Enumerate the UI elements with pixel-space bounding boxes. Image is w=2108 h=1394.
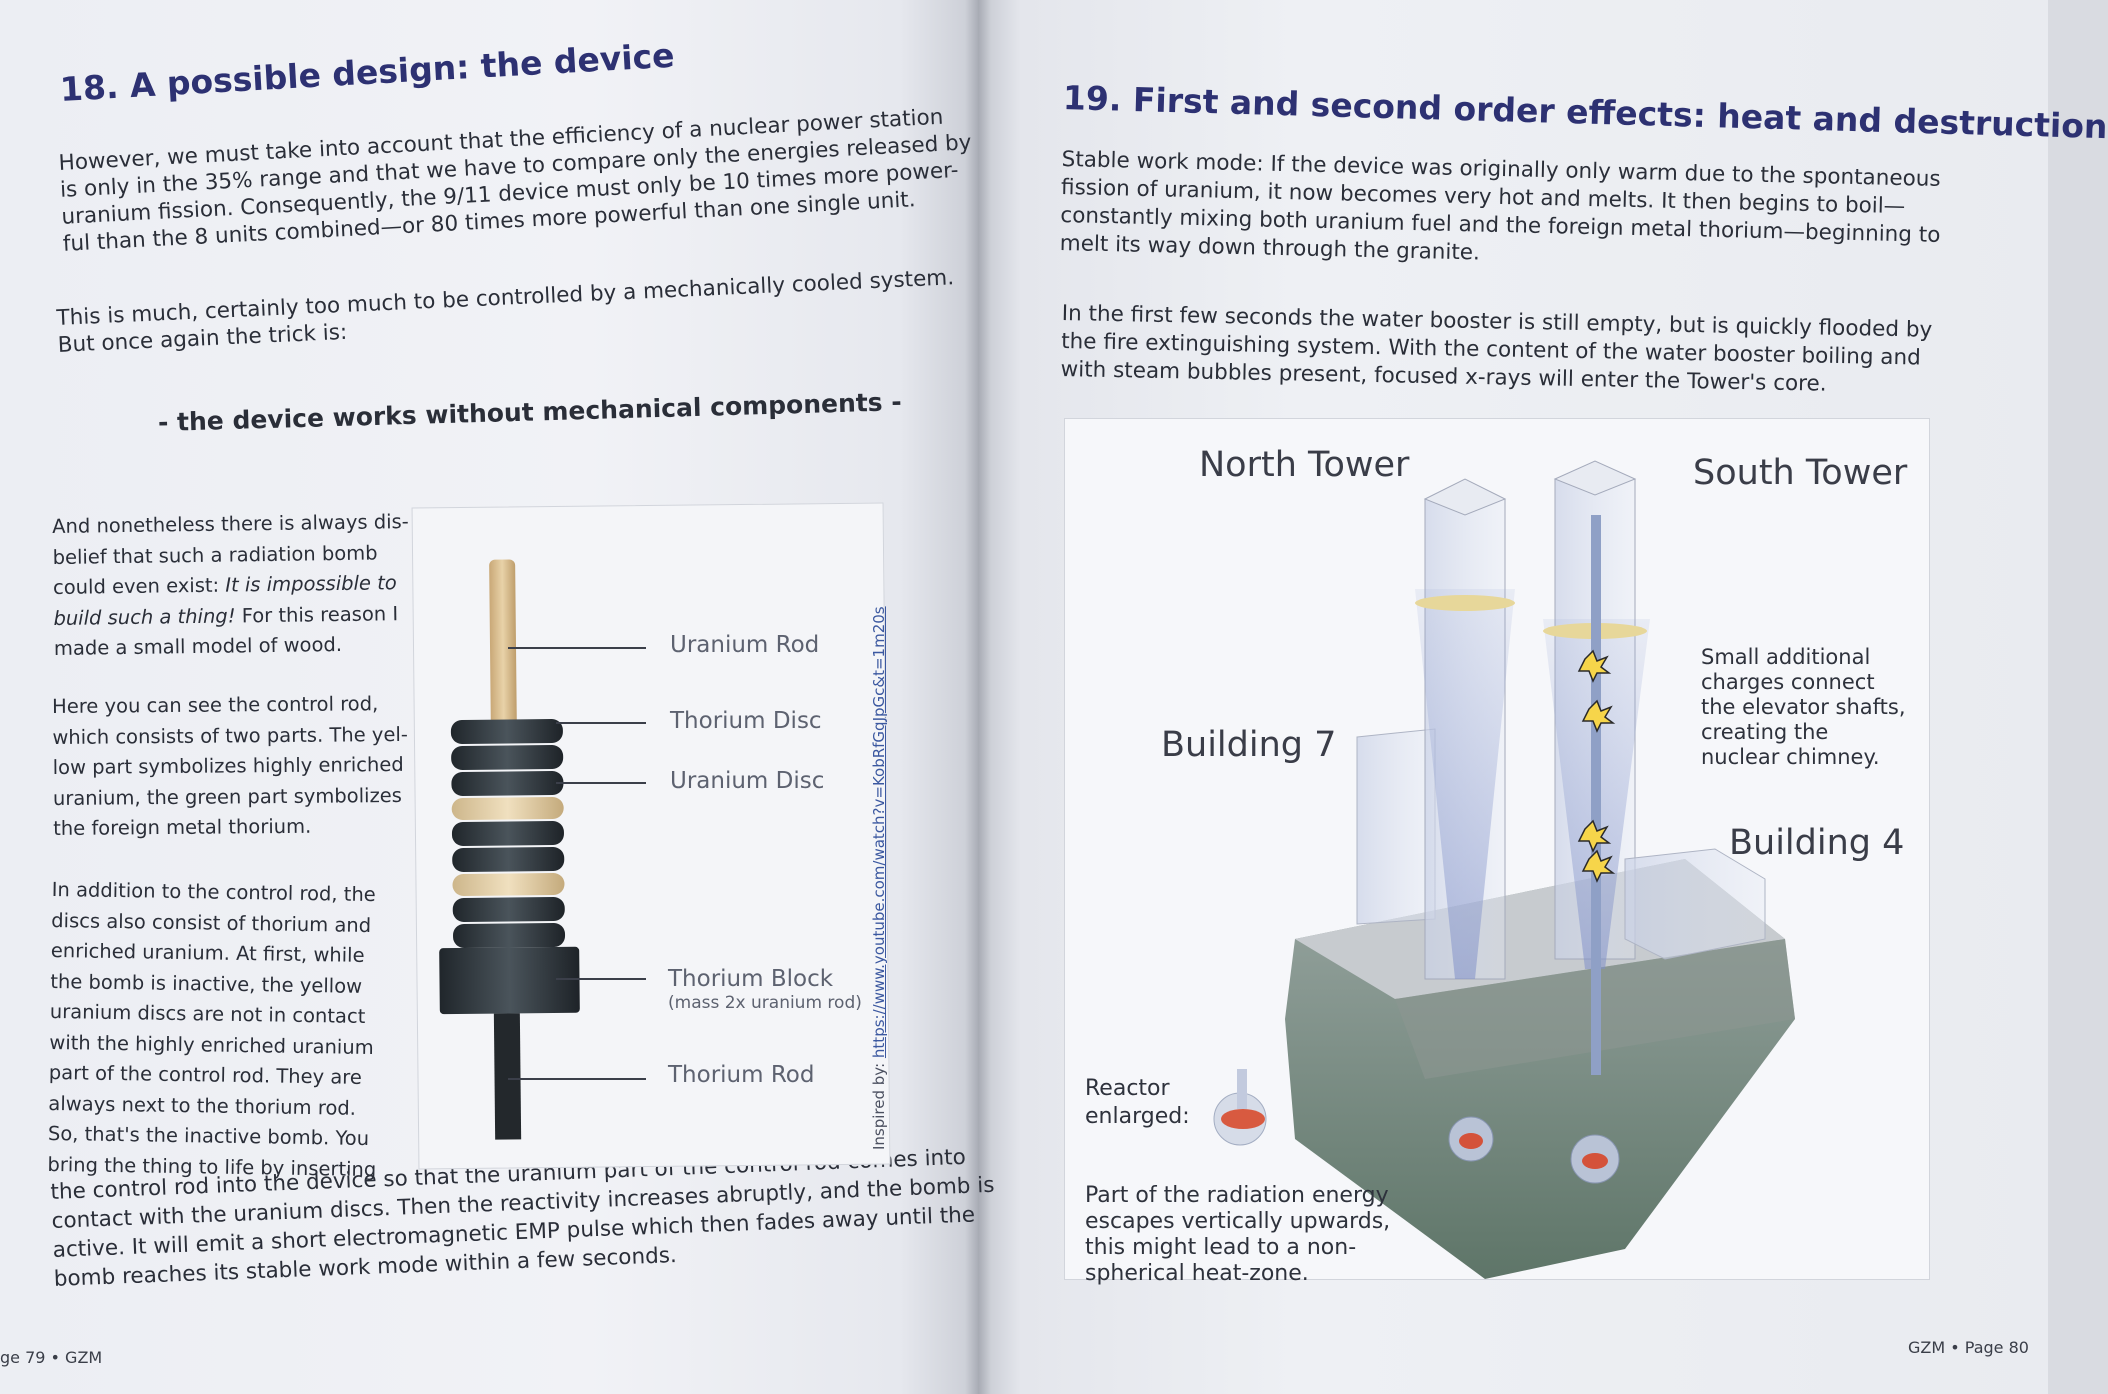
thorium-block-part bbox=[439, 946, 580, 1015]
reactor-line: enlarged: bbox=[1085, 1104, 1190, 1129]
charges-line: the elevator shafts, bbox=[1701, 695, 1906, 719]
charges-line: creating the bbox=[1701, 720, 1829, 744]
col1-text: For this reason I bbox=[235, 601, 399, 627]
col3-line: enriched uranium. At first, while bbox=[50, 938, 365, 967]
label-thorium-rod: Thorium Rod bbox=[668, 1062, 815, 1088]
column-paragraph-2: Here you can see the control rod, which … bbox=[52, 689, 408, 844]
column-paragraph-1: And nonetheless there is always dis- bel… bbox=[52, 507, 409, 664]
radiation-line: Part of the radiation energy bbox=[1085, 1183, 1389, 1208]
building-7-shape bbox=[1356, 728, 1436, 925]
disc-stack bbox=[450, 719, 566, 948]
uranium-rod-part bbox=[489, 559, 517, 730]
col2-line: the foreign metal thorium. bbox=[53, 814, 312, 840]
col3-line: part of the control rod. They are bbox=[48, 1060, 363, 1089]
label-building-4: Building 4 bbox=[1729, 823, 1905, 863]
col1-line: belief that such a radiation bomb bbox=[52, 540, 378, 569]
radiation-line: this might lead to a non- bbox=[1085, 1235, 1357, 1260]
label-uranium-rod: Uranium Rod bbox=[670, 632, 820, 658]
label-thorium-block: Thorium Block bbox=[668, 966, 834, 992]
col3-line: In addition to the control rod, the bbox=[51, 877, 376, 907]
label-thorium-disc: Thorium Disc bbox=[670, 708, 822, 734]
col2-line: Here you can see the control rod, bbox=[52, 692, 379, 718]
charge-bursts bbox=[1577, 649, 1616, 883]
figure-credit: Inspired by: https://www.youtube.com/wat… bbox=[870, 606, 888, 1150]
right-paragraph-1: Stable work mode: If the device was orig… bbox=[1059, 146, 1941, 278]
col3-line: So, that's the inactive bomb. You bbox=[47, 1121, 370, 1151]
radiation-line: spherical heat-zone. bbox=[1085, 1261, 1309, 1286]
device-model-illustration bbox=[439, 559, 580, 1140]
credit-prefix: Inspired by: bbox=[870, 1058, 888, 1150]
left-footer: ge 79 • GZM bbox=[0, 1348, 103, 1367]
leader-uranium-rod bbox=[508, 647, 646, 649]
device-model-figure bbox=[411, 502, 891, 1170]
right-paragraph-2: In the first few seconds the water boost… bbox=[1060, 300, 1932, 401]
leader-thorium-rod bbox=[508, 1078, 646, 1080]
elevator-shaft bbox=[1591, 515, 1601, 1075]
north-tower-cone bbox=[1415, 589, 1515, 979]
thorium-rod-part bbox=[493, 1013, 522, 1140]
label-north-tower: North Tower bbox=[1199, 445, 1410, 485]
charges-line: charges connect bbox=[1701, 670, 1875, 694]
col1-italic-2: build such a thing! bbox=[53, 603, 236, 630]
column-paragraph-3: In addition to the control rod, the disc… bbox=[47, 875, 392, 1185]
book-gutter bbox=[965, 0, 991, 1394]
credit-link[interactable]: https://www.youtube.com/watch?v=KobRfGqJ… bbox=[870, 606, 888, 1059]
leader-uranium-disc bbox=[556, 782, 646, 784]
col2-line: low part symbolizes highly enriched bbox=[52, 752, 404, 779]
col2-line: uranium, the green part symbolizes bbox=[52, 783, 403, 810]
col1-line-with-italic: could even exist: It is impossible to bbox=[52, 568, 397, 603]
col1-line: And nonetheless there is always dis- bbox=[52, 510, 409, 538]
col3-line: uranium discs are not in contact bbox=[49, 999, 366, 1028]
leader-thorium-disc bbox=[556, 722, 646, 724]
leader-thorium-block bbox=[556, 978, 646, 980]
charges-line: nuclear chimney. bbox=[1701, 745, 1880, 769]
towers-cutaway-illustration bbox=[1213, 460, 1795, 1279]
charges-line: Small additional bbox=[1701, 645, 1871, 669]
label-building-7: Building 7 bbox=[1161, 725, 1337, 765]
towers-cutaway-figure: North Tower South Tower Building 7 Build… bbox=[1064, 418, 1930, 1286]
reactor-note: Reactor enlarged: bbox=[1085, 1075, 1190, 1131]
col1-line: made a small model of wood. bbox=[53, 632, 343, 660]
col2-line: which consists of two parts. The yel- bbox=[52, 722, 408, 749]
reactor-line: Reactor bbox=[1085, 1076, 1170, 1101]
label-uranium-disc: Uranium Disc bbox=[670, 768, 825, 794]
radiation-line: escapes vertically upwards, bbox=[1085, 1209, 1391, 1234]
col1-text: could even exist: bbox=[52, 573, 226, 599]
radiation-note: Part of the radiation energy escapes ver… bbox=[1085, 1183, 1390, 1287]
building-4-shape bbox=[1624, 848, 1766, 960]
label-thorium-block-sub: (mass 2x uranium rod) bbox=[668, 993, 862, 1013]
col1-line-with-italic: build such a thing! For this reason I bbox=[53, 599, 398, 634]
label-south-tower: South Tower bbox=[1693, 453, 1908, 493]
col1-italic: It is impossible to bbox=[225, 571, 397, 597]
right-footer: GZM • Page 80 bbox=[1908, 1338, 2029, 1357]
charges-note: Small additional charges connect the ele… bbox=[1701, 645, 1906, 770]
